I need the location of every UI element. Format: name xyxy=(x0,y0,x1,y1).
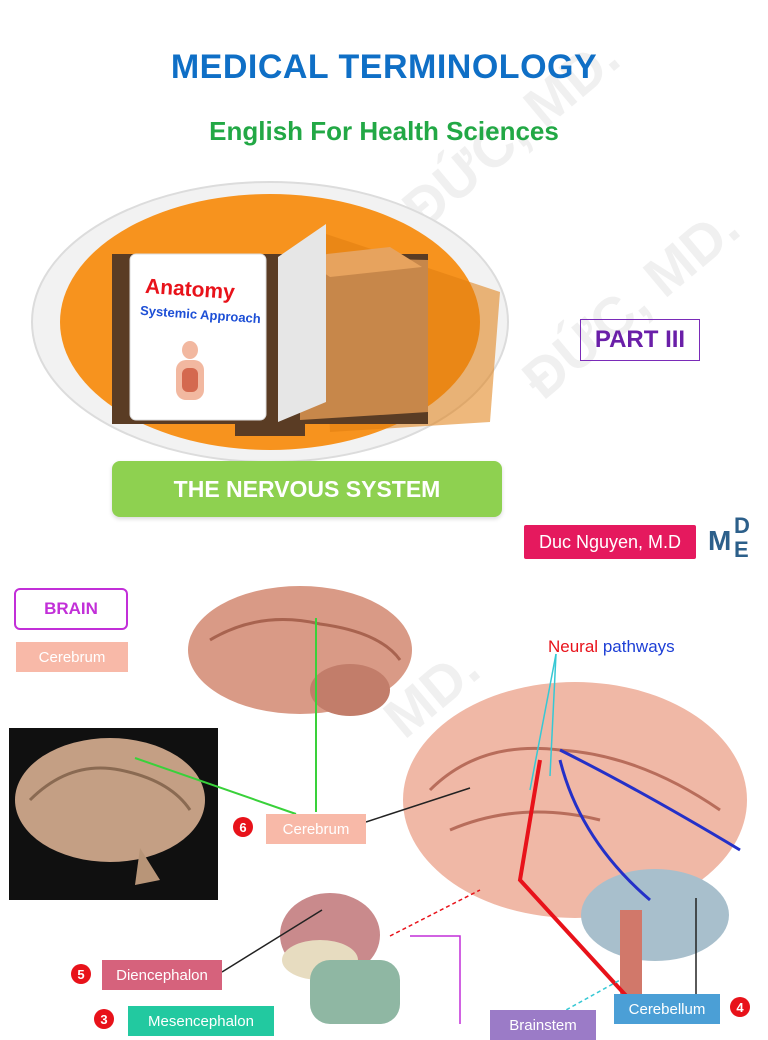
logo-letter: E xyxy=(734,537,749,562)
brain-images xyxy=(9,586,747,1024)
watermark: ĐỨC, MD. xyxy=(510,194,751,411)
neural-pathways-label: Neural pathways xyxy=(548,637,675,657)
logo: M D E xyxy=(708,513,756,567)
cerebrum-tag: Cerebrum xyxy=(16,642,128,672)
pathways-word: pathways xyxy=(602,637,675,656)
logo-letter: D xyxy=(734,513,750,538)
number-badge: 6 xyxy=(233,817,253,837)
cerebrum-label: Cerebrum xyxy=(266,814,366,844)
section-title-button: THE NERVOUS SYSTEM xyxy=(112,461,502,517)
neural-word: Neural xyxy=(548,637,599,656)
book-illustration xyxy=(31,181,509,463)
logo-letter: M xyxy=(708,525,732,556)
cerebellum-label: Cerebellum xyxy=(614,994,720,1024)
number-badge: 5 xyxy=(71,964,91,984)
human-organs-icon xyxy=(176,341,204,400)
brainstem-label: Brainstem xyxy=(490,1010,596,1040)
page-title: MEDICAL TERMINOLOGY xyxy=(170,48,598,86)
number-badge: 3 xyxy=(94,1009,114,1029)
page-subtitle: English For Health Sciences xyxy=(209,116,559,146)
brain-tag: BRAIN xyxy=(14,588,128,630)
part-label: PART III xyxy=(580,319,700,361)
mesencephalon-label: Mesencephalon xyxy=(128,1006,274,1036)
number-badge: 4 xyxy=(730,997,750,1017)
author-badge: Duc Nguyen, M.D xyxy=(524,525,696,559)
diencephalon-label: Diencephalon xyxy=(102,960,222,990)
